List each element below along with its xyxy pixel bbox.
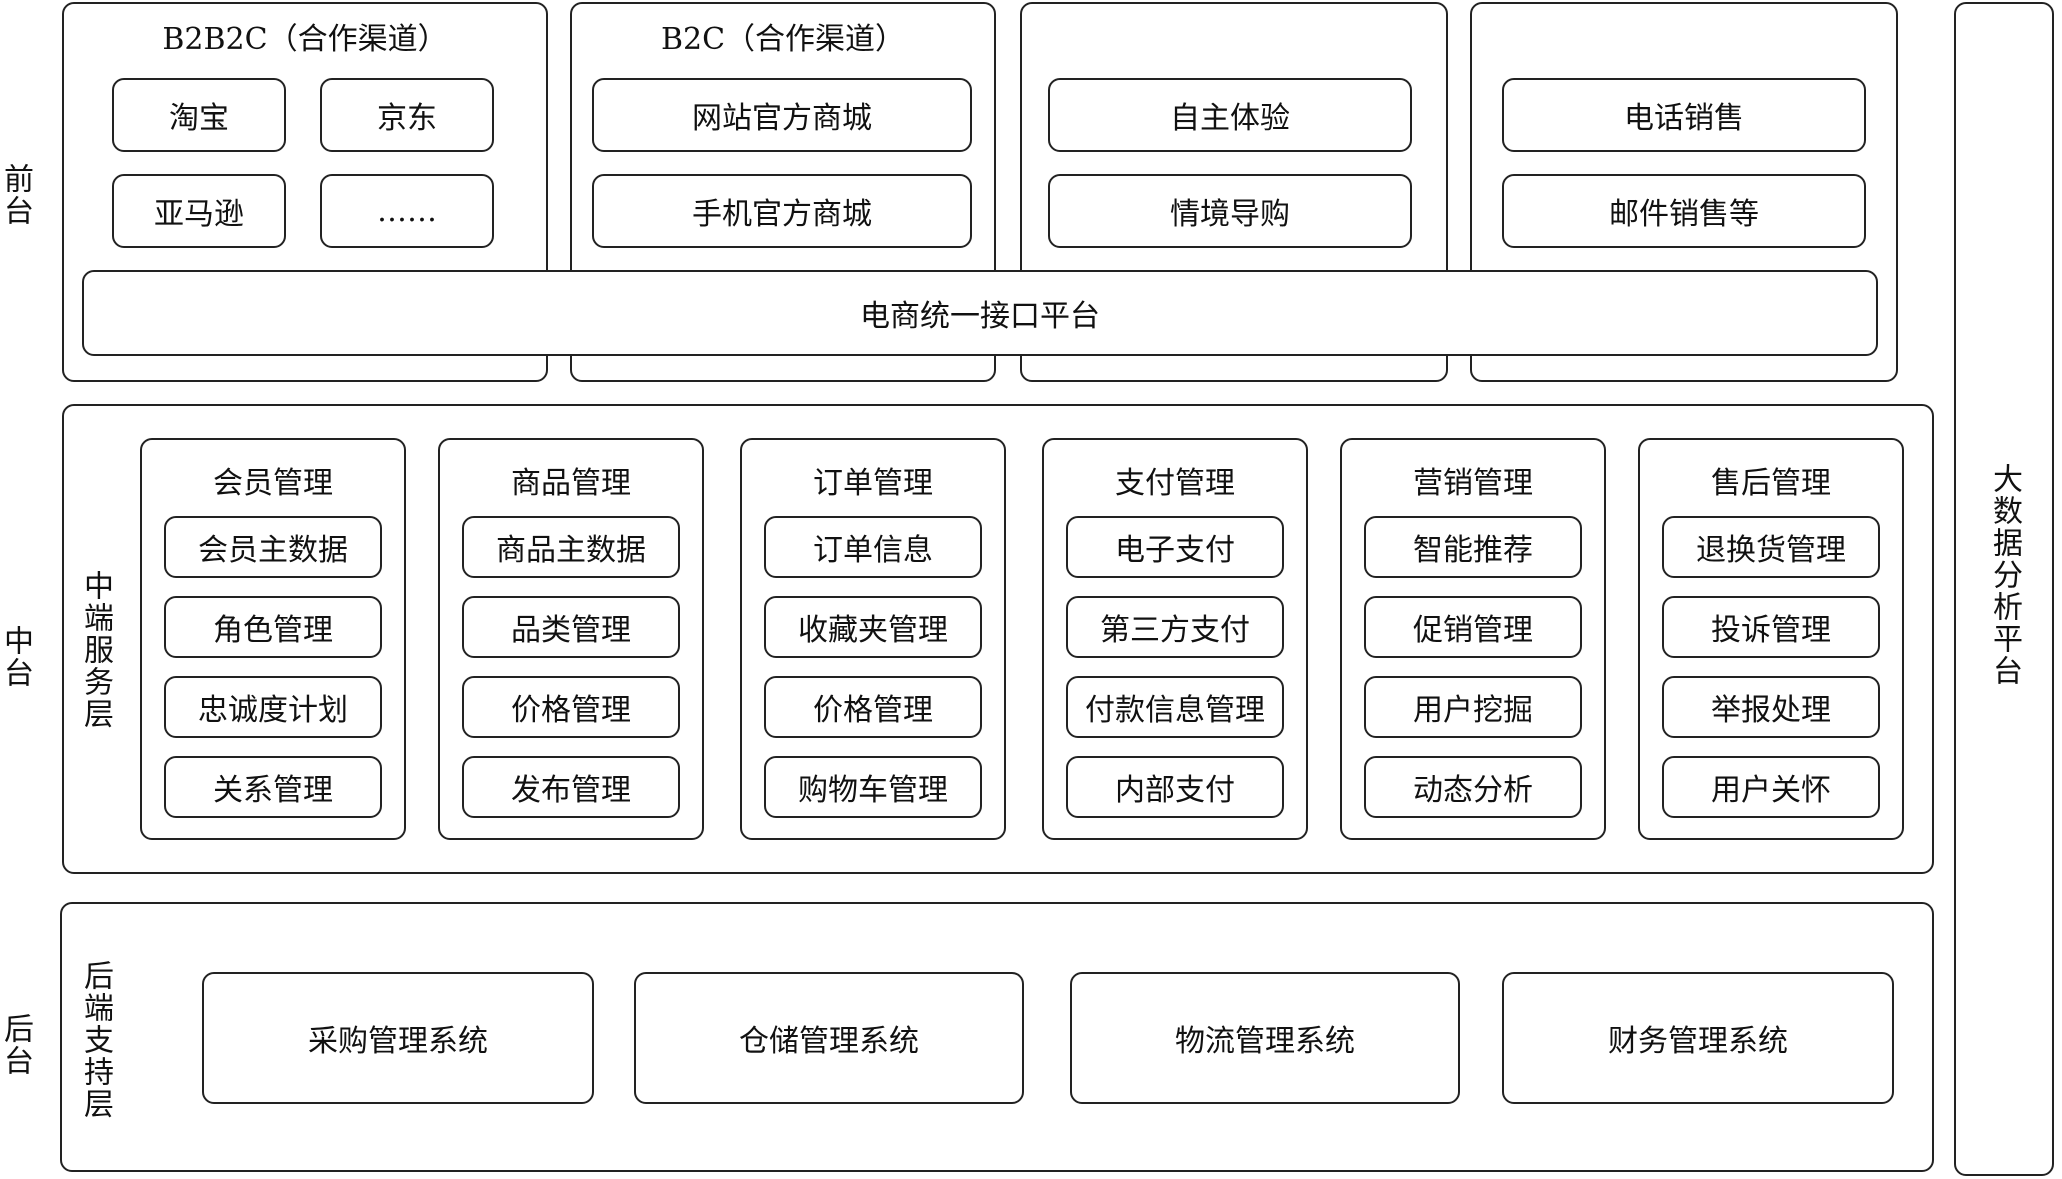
group-item-product: 价格管理 [462, 676, 680, 738]
system-finance: 财务管理系统 [1502, 972, 1894, 1104]
back-support-layer-label: 后端支持层 [78, 960, 113, 1120]
channel-title-b2c: B2C（合作渠道） [660, 22, 906, 57]
group-item-marketing: 动态分析 [1364, 756, 1582, 818]
group-item-aftersales: 退换货管理 [1662, 516, 1880, 578]
bigdata-platform-label: 大数据分析平台 [1987, 463, 2022, 687]
group-item-member: 忠诚度计划 [164, 676, 382, 738]
group-item-member: 角色管理 [164, 596, 382, 658]
channel-more: …… [320, 174, 494, 248]
group-title-aftersales: 售后管理 [1711, 466, 1831, 501]
group-item-payment: 电子支付 [1066, 516, 1284, 578]
group-title-product: 商品管理 [511, 466, 631, 501]
group-item-order: 收藏夹管理 [764, 596, 982, 658]
front-office-label: 前台 [0, 163, 33, 227]
group-title-member: 会员管理 [213, 466, 333, 501]
bigdata-platform-panel [1954, 2, 2054, 1176]
channel-amazon: 亚马逊 [112, 174, 286, 248]
group-item-marketing: 用户挖掘 [1364, 676, 1582, 738]
channel-jd: 京东 [320, 78, 494, 152]
group-item-member: 会员主数据 [164, 516, 382, 578]
group-item-marketing: 促销管理 [1364, 596, 1582, 658]
channel-phone-sales: 电话销售 [1502, 78, 1866, 152]
channel-official-mobile: 手机官方商城 [592, 174, 972, 248]
group-item-aftersales: 投诉管理 [1662, 596, 1880, 658]
group-item-member: 关系管理 [164, 756, 382, 818]
group-item-order: 购物车管理 [764, 756, 982, 818]
group-item-payment: 第三方支付 [1066, 596, 1284, 658]
group-item-product: 品类管理 [462, 596, 680, 658]
group-item-order: 价格管理 [764, 676, 982, 738]
channel-scenario-guide: 情境导购 [1048, 174, 1412, 248]
middle-service-layer-label: 中端服务层 [78, 570, 113, 730]
channel-self-experience: 自主体验 [1048, 78, 1412, 152]
system-logistics: 物流管理系统 [1070, 972, 1460, 1104]
group-item-marketing: 智能推荐 [1364, 516, 1582, 578]
unified-interface-platform: 电商统一接口平台 [82, 270, 1878, 356]
middle-office-label: 中台 [0, 625, 33, 689]
group-item-product: 发布管理 [462, 756, 680, 818]
group-title-payment: 支付管理 [1115, 466, 1235, 501]
channel-mail-sales: 邮件销售等 [1502, 174, 1866, 248]
back-office-label: 后台 [0, 1013, 33, 1077]
channel-taobao: 淘宝 [112, 78, 286, 152]
channel-title-b2b2c: B2B2C（合作渠道） [162, 22, 448, 57]
system-warehouse: 仓储管理系统 [634, 972, 1024, 1104]
group-item-order: 订单信息 [764, 516, 982, 578]
group-title-order: 订单管理 [813, 466, 933, 501]
group-item-aftersales: 用户关怀 [1662, 756, 1880, 818]
group-item-product: 商品主数据 [462, 516, 680, 578]
group-title-marketing: 营销管理 [1413, 466, 1533, 501]
group-item-aftersales: 举报处理 [1662, 676, 1880, 738]
channel-official-website: 网站官方商城 [592, 78, 972, 152]
system-procurement: 采购管理系统 [202, 972, 594, 1104]
group-item-payment: 付款信息管理 [1066, 676, 1284, 738]
group-item-payment: 内部支付 [1066, 756, 1284, 818]
